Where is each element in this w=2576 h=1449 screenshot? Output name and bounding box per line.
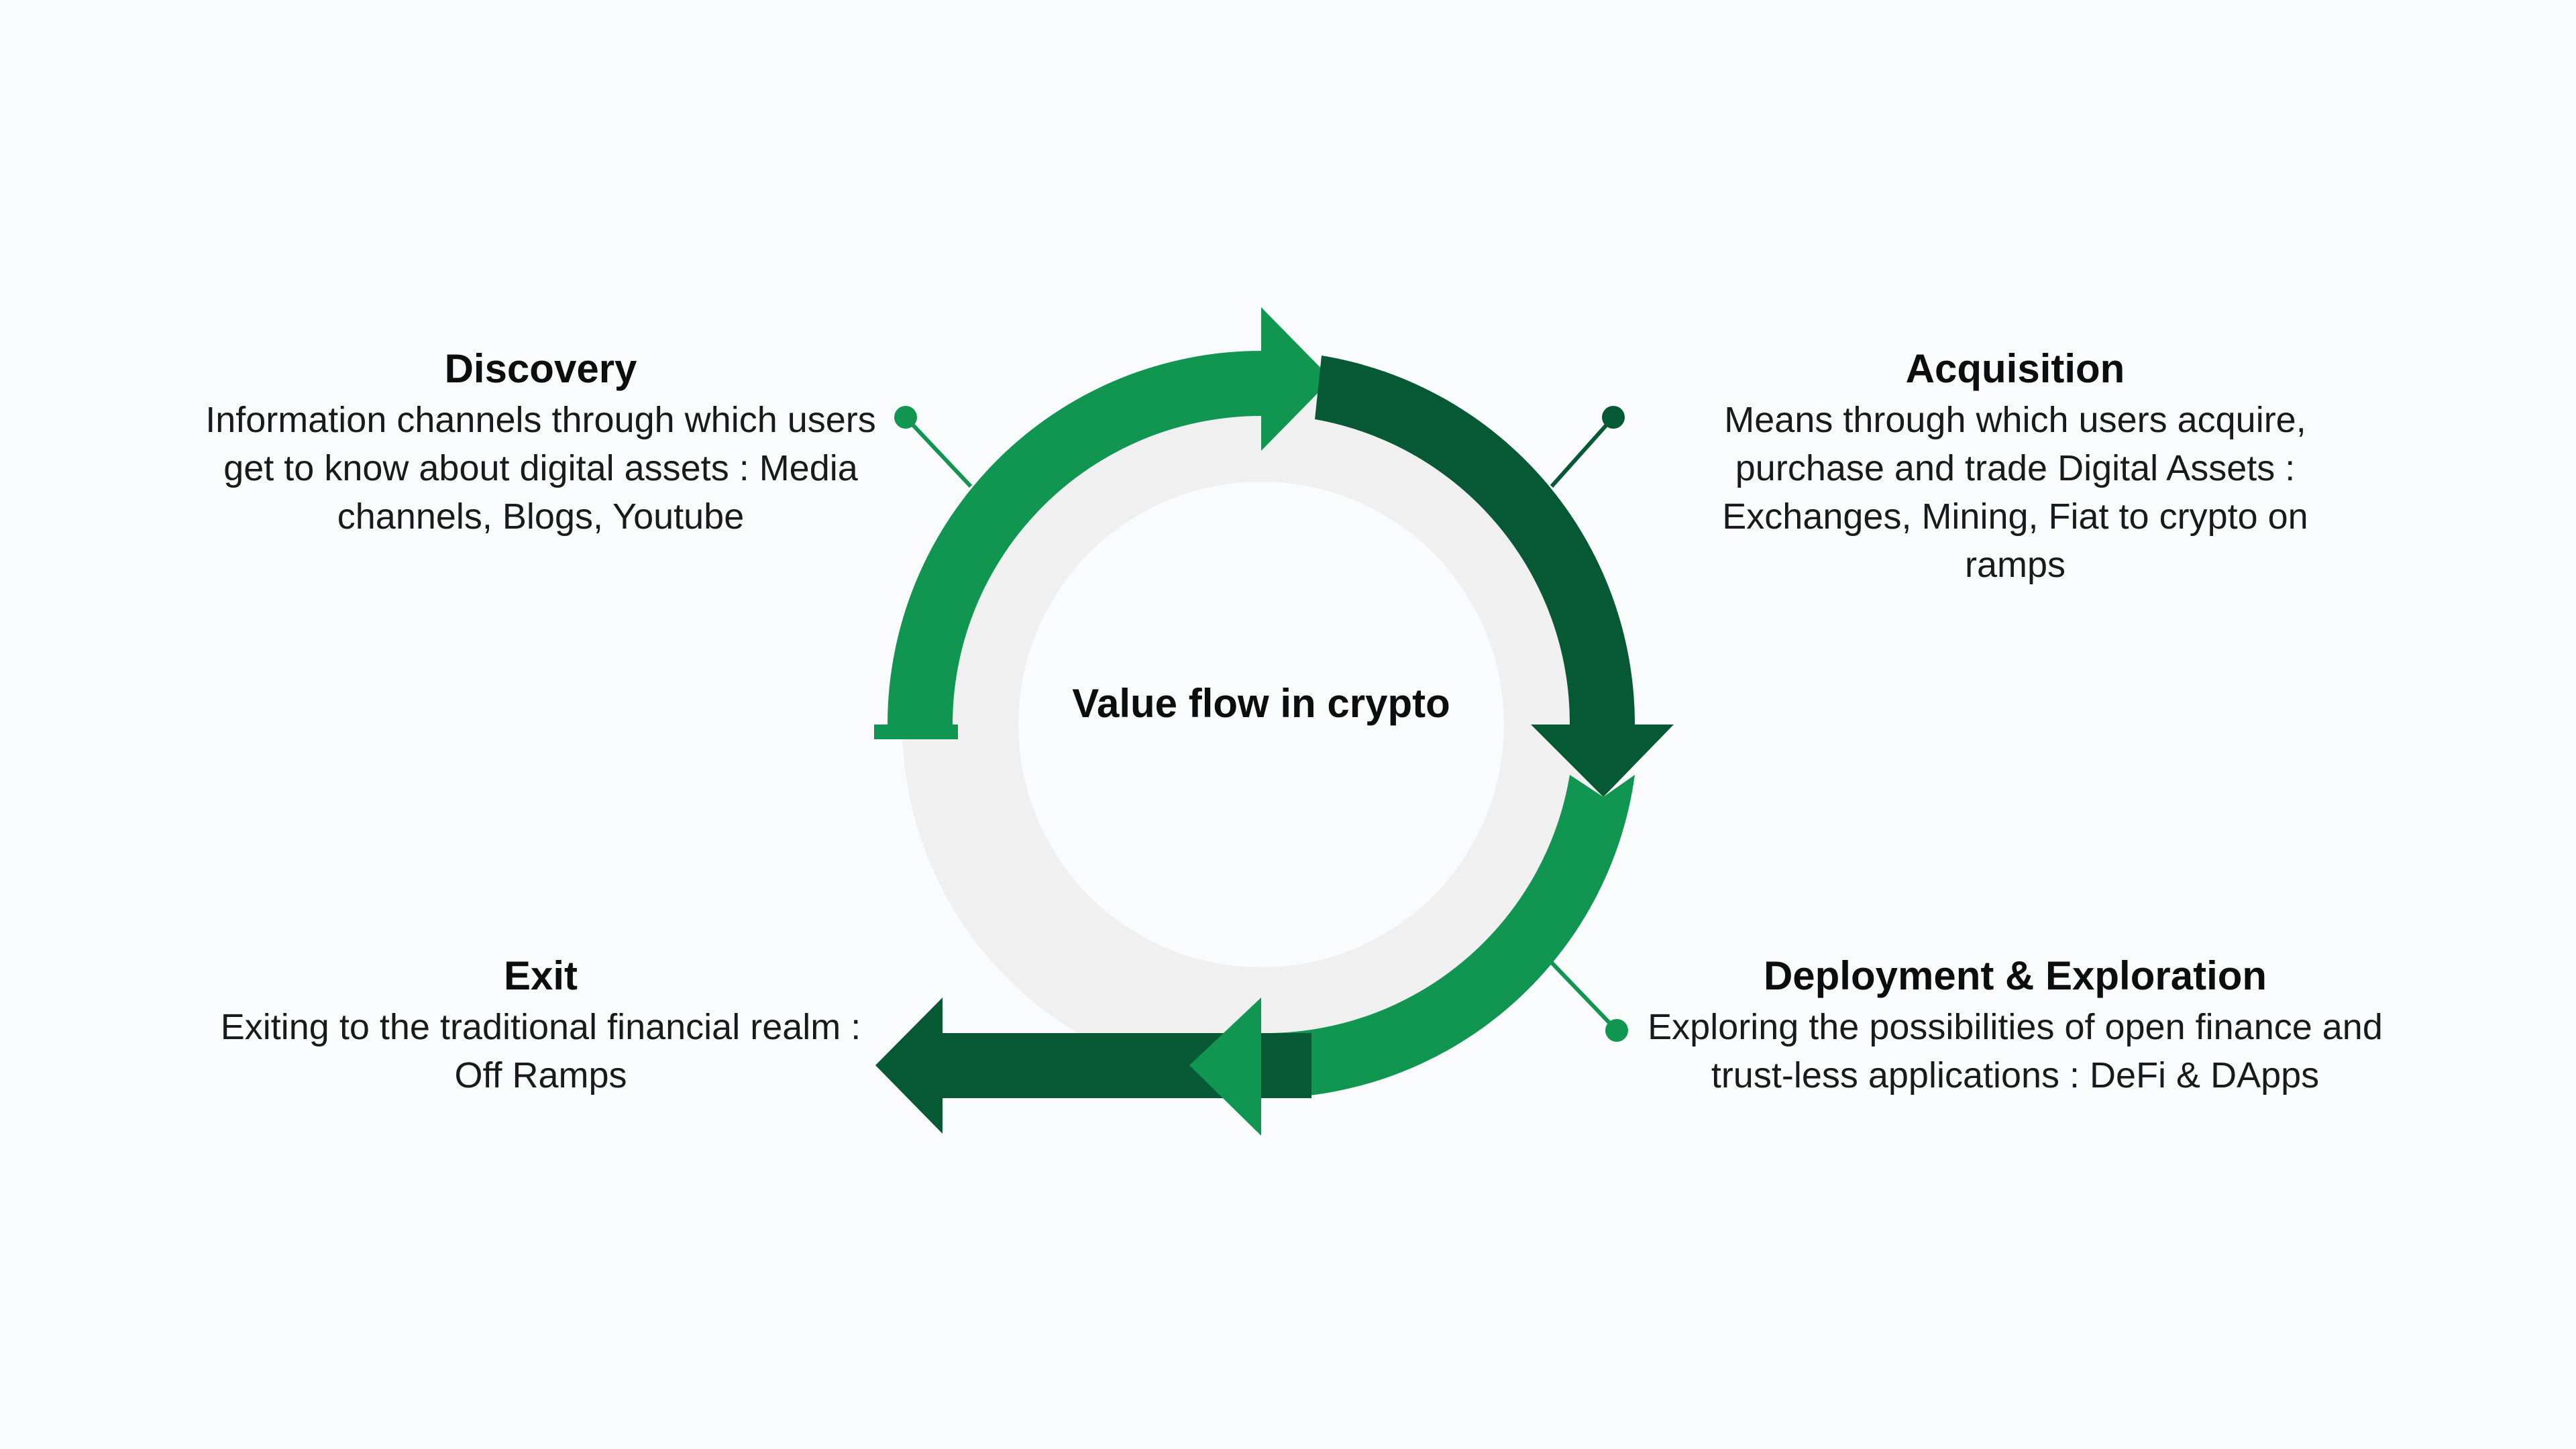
arrow-exit-head xyxy=(875,998,943,1134)
stage-acquisition: Acquisition Means through which users ac… xyxy=(1680,342,2351,589)
center-label: Value flow in crypto xyxy=(1072,681,1450,726)
arrow-deployment-head xyxy=(1189,998,1261,1136)
stage-title-deployment: Deployment & Exploration xyxy=(1763,953,2267,998)
arrow-discovery-tail xyxy=(874,724,958,739)
stage-discovery: Discovery Information channels through w… xyxy=(205,342,876,541)
stage-title-exit: Exit xyxy=(503,953,578,998)
stage-desc-discovery: Information channels through which users… xyxy=(205,400,876,537)
arrow-discovery xyxy=(888,351,1261,724)
arrow-acquisition-head xyxy=(1531,724,1674,797)
stage-title-discovery: Discovery xyxy=(444,346,637,391)
connector-deployment xyxy=(1550,961,1628,1042)
stage-desc-deployment: Exploring the possibilities of open fina… xyxy=(1648,1007,2383,1095)
connector-acquisition xyxy=(1550,406,1625,488)
connector-discovery xyxy=(894,406,973,488)
inner-circle xyxy=(1018,482,1504,967)
stage-desc-acquisition: Means through which users acquire, purch… xyxy=(1722,400,2308,585)
stage-exit: Exit Exiting to the traditional financia… xyxy=(205,949,876,1099)
stage-deployment: Deployment & Exploration Exploring the p… xyxy=(1646,949,2384,1099)
arrow-discovery-head xyxy=(1261,307,1332,451)
stage-title-acquisition: Acquisition xyxy=(1905,346,2125,391)
stage-desc-exit: Exiting to the traditional financial rea… xyxy=(220,1007,861,1095)
arrow-acquisition xyxy=(1315,356,1635,724)
